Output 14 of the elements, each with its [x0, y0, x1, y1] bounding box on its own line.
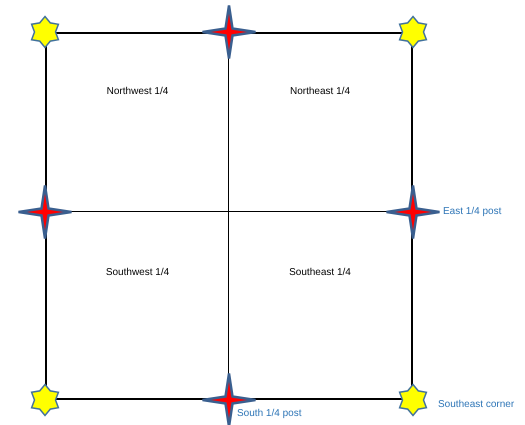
corner-label: Southeast corner [438, 399, 514, 410]
corner-star [28, 15, 62, 49]
post-label: South 1/4 post [237, 408, 302, 419]
quarter-label: Northeast 1/4 [290, 86, 350, 96]
quarter-label: Southwest 1/4 [106, 266, 170, 278]
quarter-post-star [201, 4, 257, 60]
quarter-label: Northwest 1/4 [106, 86, 168, 96]
post-label: East 1/4 post [443, 206, 502, 217]
corner-star [28, 383, 62, 417]
quarter-label: Southeast 1/4 [289, 266, 351, 278]
corner-star [396, 15, 430, 49]
quarter-post-star [385, 184, 441, 240]
corner-star [396, 383, 430, 417]
quarter-post-star [17, 184, 73, 240]
